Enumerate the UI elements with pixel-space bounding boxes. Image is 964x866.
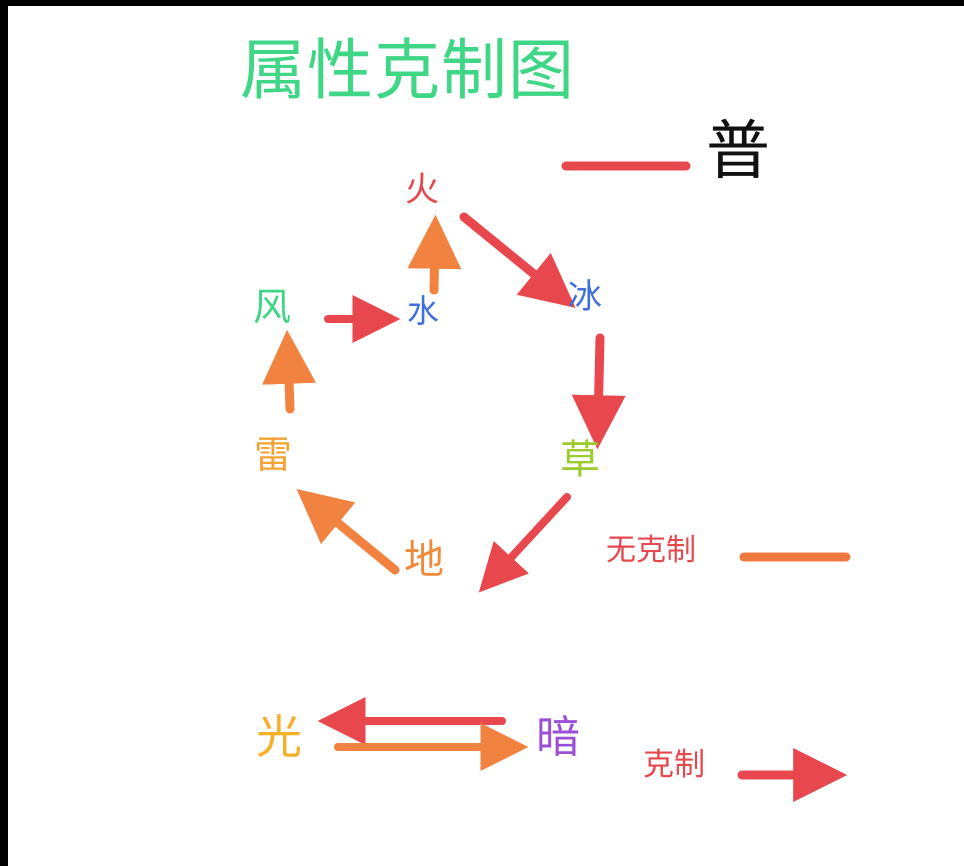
legend-no-counter-label: 无克制 bbox=[606, 533, 696, 568]
arrow-earth-to-thunder bbox=[296, 488, 400, 575]
legend-normal-symbol: 普 bbox=[706, 115, 770, 189]
arrow-water-to-fire bbox=[407, 214, 462, 295]
node-thunder: 雷 bbox=[254, 433, 293, 477]
node-dark: 暗 bbox=[536, 712, 580, 763]
node-wind: 风 bbox=[253, 285, 292, 329]
node-light: 光 bbox=[256, 710, 302, 764]
arrow-thunder-to-wind bbox=[262, 329, 317, 414]
arrow-fire-to-ice bbox=[459, 212, 576, 308]
diagram-title: 属性克制图 bbox=[240, 32, 575, 109]
node-ice: 冰 bbox=[568, 277, 602, 317]
arrow-ice-to-grass bbox=[571, 333, 626, 450]
arrow-grass-to-earth bbox=[478, 493, 571, 593]
node-water: 水 bbox=[407, 292, 440, 330]
node-earth: 地 bbox=[404, 537, 444, 583]
node-grass: 草 bbox=[560, 437, 600, 483]
node-fire: 火 bbox=[405, 170, 439, 210]
legend-counter-label: 克制 bbox=[643, 747, 705, 783]
